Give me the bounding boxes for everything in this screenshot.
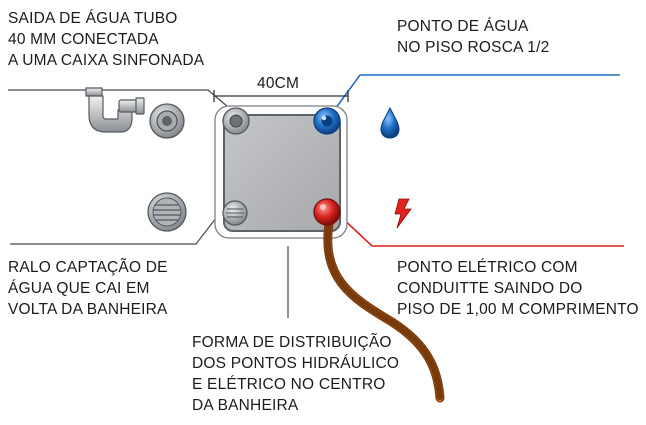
label-floor-drain-line-2: ÁGUA QUE CAI EM xyxy=(8,280,150,297)
label-floor-drain: RALO CAPTAÇÃO DE ÁGUA QUE CAI EM VOLTA D… xyxy=(8,257,168,320)
label-electric-point-line-3: PISO DE 1,00 M COMPRIMENTO xyxy=(397,301,639,318)
box-floor-grate xyxy=(222,200,248,226)
label-electric-point-line-1: PONTO ELÉTRICO COM xyxy=(397,259,578,276)
leader-floor-drain xyxy=(10,213,237,245)
label-water-point-line-1: PONTO DE ÁGUA xyxy=(397,18,529,35)
floor-grate-icon xyxy=(147,192,187,232)
label-floor-drain-line-3: VOLTA DA BANHEIRA xyxy=(8,301,168,318)
label-drain-outlet-line-3: A UMA CAIXA SINFONADA xyxy=(8,52,205,69)
leader-electric-point xyxy=(337,213,624,247)
label-distribution-line-1: FORMA DE DISTRIBUIÇÃO xyxy=(192,334,392,351)
label-water-point-line-2: NO PISO ROSCA 1/2 xyxy=(397,39,550,56)
dimension-label: 40CM xyxy=(257,75,300,92)
drain-pipe-icon xyxy=(85,87,145,133)
leader-water-point xyxy=(329,74,620,117)
bathtub-box xyxy=(214,105,348,239)
label-distribution-line-3: E ELÉTRICO NO CENTRO xyxy=(192,376,386,393)
label-drain-outlet-line-2: 40 MM CONECTADA xyxy=(8,31,159,48)
water-drop-icon xyxy=(380,106,400,139)
label-water-point: PONTO DE ÁGUA NO PISO ROSCA 1/2 xyxy=(397,16,549,58)
label-distribution-line-4: DA BANHEIRA xyxy=(192,397,299,414)
label-electric-point-line-2: CONDUITTE SAINDO DO xyxy=(397,280,583,297)
label-distribution-line-2: DOS PONTOS HIDRÁULICO xyxy=(192,355,400,372)
electric-bolt-icon xyxy=(394,198,412,229)
electric-point-fitting xyxy=(313,198,341,226)
leader-drain-outlet xyxy=(8,89,235,113)
label-drain-outlet: SAIDA DE ÁGUA TUBO 40 MM CONECTADA A UMA… xyxy=(8,8,204,71)
drain-fitting-icon xyxy=(149,103,185,139)
water-point-fitting xyxy=(313,107,341,135)
label-floor-drain-line-1: RALO CAPTAÇÃO DE xyxy=(8,259,168,276)
dimension-line xyxy=(213,90,349,102)
label-distribution: FORMA DE DISTRIBUIÇÃO DOS PONTOS HIDRÁUL… xyxy=(192,332,399,416)
label-drain-outlet-line-1: SAIDA DE ÁGUA TUBO xyxy=(8,10,178,27)
box-drain-outlet xyxy=(222,107,250,135)
label-electric-point: PONTO ELÉTRICO COM CONDUITTE SAINDO DO P… xyxy=(397,257,639,320)
conduit-pipe xyxy=(323,213,445,403)
